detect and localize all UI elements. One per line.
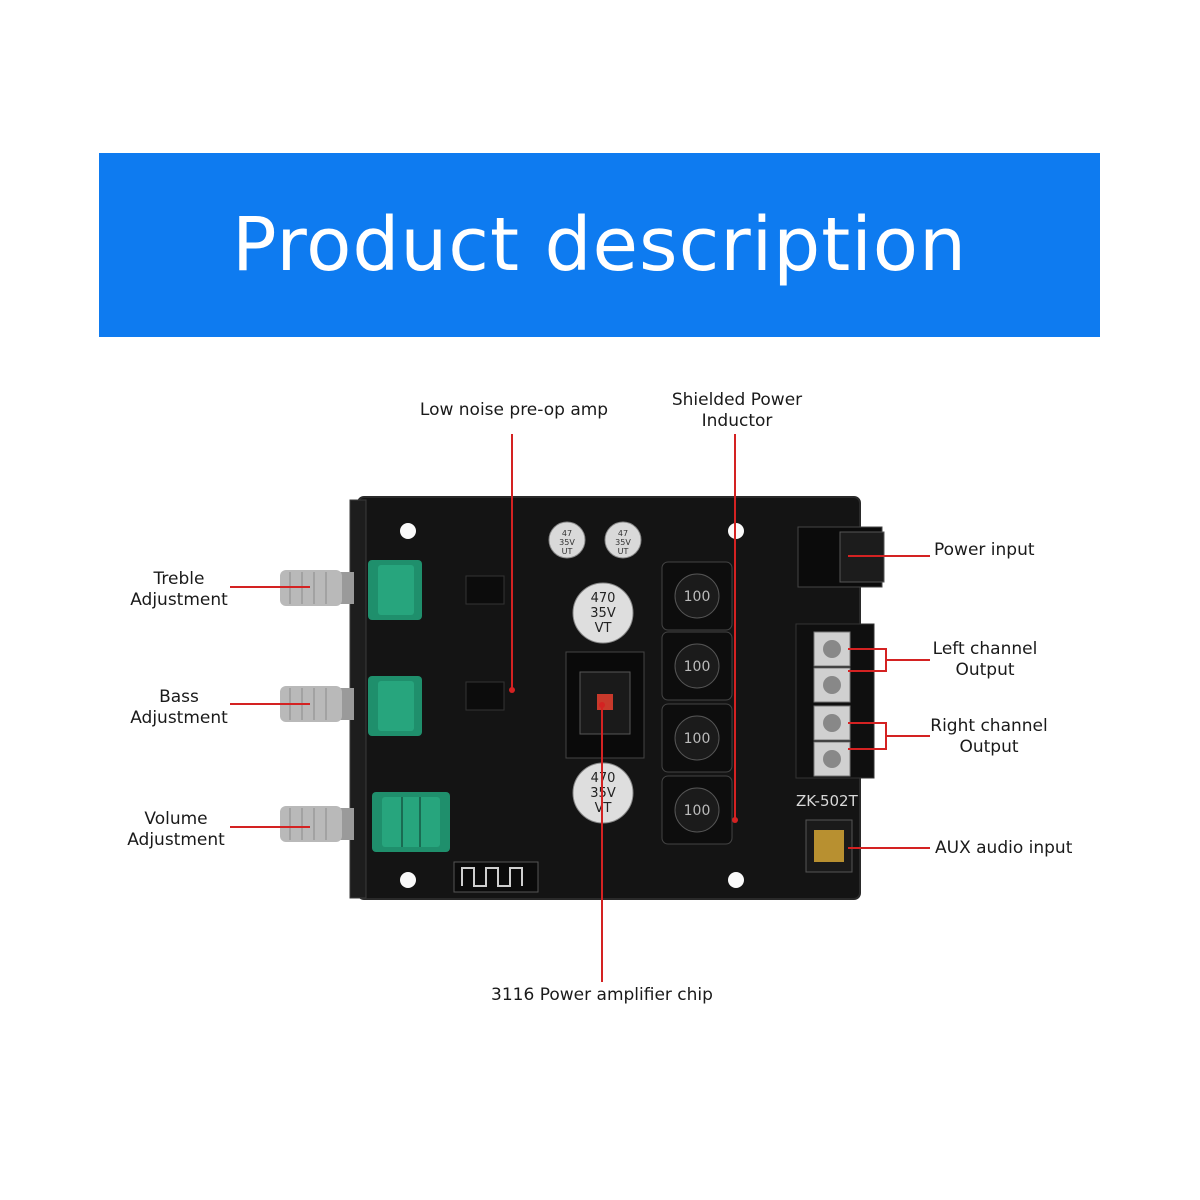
small-capacitors: 47 35V UT 47 35V UT [548, 521, 642, 559]
callout-inductor-line1: Shielded Power [671, 390, 803, 410]
callout-inductor: Shielded Power Inductor [672, 390, 802, 432]
leader-dot-amp-chip [599, 702, 605, 708]
callout-volume-line1: Volume [144, 809, 208, 829]
callout-aux-input-text: AUX audio input [935, 838, 1073, 858]
speaker-terminal-block [795, 623, 875, 779]
dc-power-jack [797, 526, 885, 588]
callout-treble-line2: Adjustment [130, 590, 228, 610]
callout-left-output-line1: Left channel [932, 639, 1038, 659]
callout-treble-line1: Treble [153, 569, 205, 589]
power-inductors: 100 100 100 100 [661, 561, 733, 845]
inductor-code-2: 100 [684, 659, 711, 675]
large-cap-value-1: 470 [591, 591, 616, 606]
callout-aux-input: AUX audio input [935, 838, 1072, 859]
large-cap-series-1: VT [595, 621, 612, 636]
small-cap-value-2: 47 [618, 529, 628, 538]
callout-right-output: Right channel Output [930, 716, 1047, 758]
leader-dot-preamp [509, 687, 515, 693]
callout-preamp: Low noise pre-op amp [420, 400, 608, 421]
callout-inductor-line2: Inductor [701, 411, 773, 431]
board-model-label: ZK-502T [796, 792, 859, 810]
bass-potentiometer [280, 676, 422, 736]
callout-right-output-line1: Right channel [930, 716, 1048, 736]
small-cap-series-2: UT [618, 547, 629, 556]
callout-left-output-line2: Output [955, 660, 1015, 680]
callout-right-output-line2: Output [959, 737, 1019, 757]
aux-jack [805, 819, 853, 873]
title-banner: Product description [99, 153, 1100, 337]
small-cap-voltage-1: 35V [559, 538, 575, 547]
small-cap-voltage-2: 35V [615, 538, 631, 547]
page-title: Product description [232, 202, 967, 288]
volume-potentiometer [280, 792, 450, 852]
callout-left-output: Left channel Output [933, 639, 1038, 681]
callout-treble: Treble Adjustment [130, 569, 228, 611]
large-cap-series-2: VT [595, 801, 612, 816]
leader-lines [230, 434, 930, 982]
inductor-code-3: 100 [684, 731, 711, 747]
callout-bass: Bass Adjustment [130, 687, 228, 729]
large-cap-voltage-2: 35V [590, 786, 616, 801]
leader-dot-inductor [732, 817, 738, 823]
inductor-code-1: 100 [684, 589, 711, 605]
callout-bass-line1: Bass [159, 687, 199, 707]
small-cap-series-1: UT [562, 547, 573, 556]
callout-volume-line2: Adjustment [127, 830, 225, 850]
bluetooth-module [453, 861, 539, 893]
large-cap-voltage-1: 35V [590, 606, 616, 621]
callout-volume: Volume Adjustment [127, 809, 225, 851]
callout-amp-chip-text: 3116 Power amplifier chip [491, 985, 713, 1005]
callout-preamp-text: Low noise pre-op amp [419, 400, 609, 420]
treble-potentiometer [280, 560, 422, 620]
preamp-chips [465, 575, 505, 711]
callout-amp-chip: 3116 Power amplifier chip [491, 985, 713, 1006]
inductor-code-4: 100 [684, 803, 711, 819]
callout-bass-line2: Adjustment [130, 708, 228, 728]
callout-power-input-text: Power input [934, 540, 1035, 560]
callout-power-input: Power input [934, 540, 1035, 561]
small-cap-value-1: 47 [562, 529, 572, 538]
